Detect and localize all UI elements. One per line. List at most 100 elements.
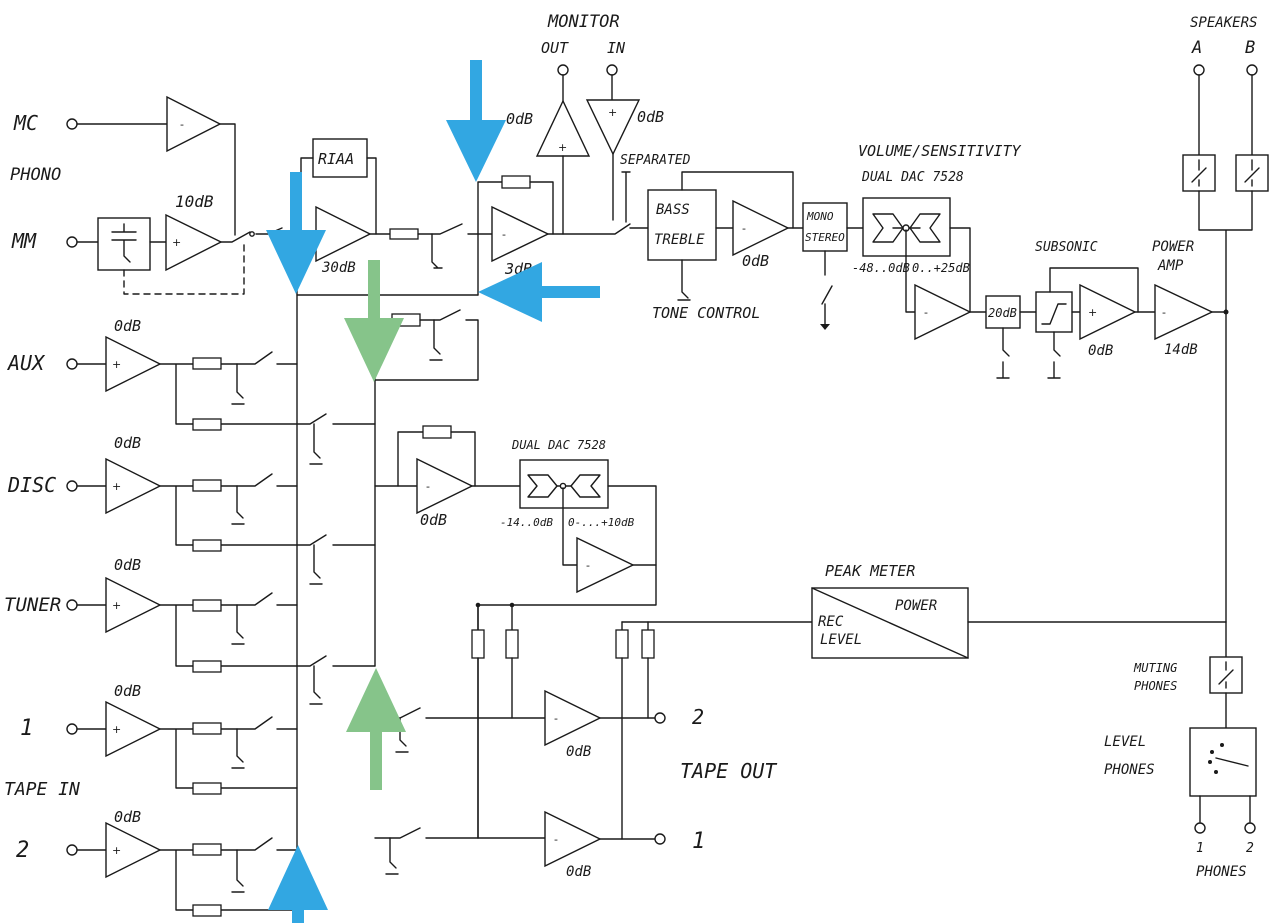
tone-amp-gain: 0dB <box>742 252 769 270</box>
bass-label: BASS <box>656 202 690 218</box>
monitor-out-amp-sign: + <box>558 141 567 154</box>
power-amp <box>1154 283 1214 341</box>
green-arrow-down-bus <box>344 260 404 382</box>
peak-meter-title: PEAK METER <box>825 562 915 580</box>
volume-label: VOLUME/SENSITIVITY <box>858 142 1022 160</box>
level-phones-switch <box>1189 727 1257 797</box>
tape-out1-amp <box>544 810 602 868</box>
phones-title: PHONES <box>1196 864 1247 880</box>
tuner-jack <box>66 599 78 611</box>
subsonic-amp-sign: + <box>1088 306 1097 319</box>
power-amp-sign: - <box>1162 306 1166 319</box>
blue-arrow-left-mix <box>478 262 600 322</box>
mix-amp <box>491 205 550 263</box>
aux-amp <box>105 335 162 393</box>
speaker-a-jack <box>1193 64 1205 76</box>
mono-label: MONO <box>806 210 834 223</box>
mc-amp <box>166 95 222 153</box>
green-arrow-up-bus <box>346 668 406 790</box>
aux-amp-sign: + <box>112 358 121 371</box>
speaker-b-label: B <box>1245 38 1255 58</box>
monitor-out-jack <box>557 64 569 76</box>
separated-label: SEPARATED <box>620 153 691 168</box>
tape2-gain: 0dB <box>114 808 141 826</box>
tone-control-label: TONE CONTROL <box>652 304 760 322</box>
power-amp-gain: 14dB <box>1164 342 1198 358</box>
input-stages: + 0dB + 0dB + 0dB + 0dB <box>76 317 376 917</box>
tape-out2-amp <box>544 689 602 747</box>
phones1-label: 1 <box>1196 841 1204 856</box>
phones2-label: 2 <box>1246 841 1254 856</box>
mc-label: MC <box>13 111 38 135</box>
mm-amp <box>165 213 223 272</box>
peak-meter-section: PEAK METER POWER REC LEVEL <box>811 562 1227 659</box>
blue-arrow-down-riaa <box>266 172 326 294</box>
mm-jack <box>66 236 78 248</box>
speaker-a-label: A <box>1191 38 1202 58</box>
tape-out2-label: 2 <box>692 705 704 729</box>
dac-main-range2: 0..+25dB <box>912 261 970 275</box>
tone-control-box <box>647 189 717 261</box>
monitor-in-jack <box>606 64 618 76</box>
peak-level-label: LEVEL <box>820 632 862 648</box>
mono-stereo-box <box>802 202 848 252</box>
monitor-in-amp-sign: + <box>608 106 617 119</box>
subsonic-amp <box>1079 283 1137 341</box>
tone-amp-sign: - <box>742 222 746 235</box>
tone-amp <box>732 199 790 257</box>
rec-buffer-gain: 0dB <box>420 511 447 529</box>
dac-main-range1: -48..0dB <box>852 261 910 275</box>
monitor-in-label: IN <box>607 39 626 57</box>
riaa-amp-gain: 30dB <box>321 260 356 276</box>
volume-amp-sign: - <box>924 306 928 319</box>
monitor-in-amp <box>585 99 641 156</box>
muting-label-1: MUTING <box>1133 661 1177 675</box>
rec-dac-section: - 0dB DUAL DAC 7528 -14..0dB 0-...+10dB … <box>416 438 657 839</box>
tape-out1-amp-sign: - <box>554 833 558 846</box>
tuner-amp <box>105 576 162 634</box>
tuner-gain: 0dB <box>114 556 141 574</box>
phono-label: PHONO <box>10 165 61 185</box>
mc-amp-sign: - <box>180 118 184 131</box>
phones2-jack <box>1244 822 1256 834</box>
tape-out2-amp-sign: - <box>554 712 558 725</box>
tape2-amp-sign: + <box>112 844 121 857</box>
mc-jack <box>66 118 78 130</box>
tuner-amp-sign: + <box>112 599 121 612</box>
disc-jack <box>66 480 78 492</box>
dac-rec-label: DUAL DAC 7528 <box>511 438 606 452</box>
tape1-label: 1 <box>20 716 33 741</box>
phones-section: MUTING PHONES LEVEL PHONES 1 2 PHONES <box>1104 621 1257 880</box>
tape1-gain: 0dB <box>114 682 141 700</box>
phones1-jack <box>1194 822 1206 834</box>
buses <box>296 233 479 911</box>
disc-label: DISC <box>7 473 56 497</box>
tape2-label: 2 <box>16 838 29 863</box>
input-jacks <box>66 118 78 856</box>
aux-label: AUX <box>6 351 46 375</box>
phono-section: - + 10dB RIAA 30dB <box>76 95 493 295</box>
tape-out2-gain: 0dB <box>566 744 591 760</box>
volume-section: VOLUME/SENSITIVITY DUAL DAC 7528 -48..0d… <box>852 142 1229 379</box>
rec-dac-amp <box>576 536 635 594</box>
annotation-arrows <box>266 60 600 923</box>
monitor-in-gain: 0dB <box>637 108 664 126</box>
level-phones-label-1: LEVEL <box>1104 734 1146 750</box>
monitor-out-label: OUT <box>541 39 569 57</box>
tone-section: BASS TREBLE - 0dB TONE CONTROL MONO STER… <box>647 171 864 330</box>
stereo-label: STEREO <box>805 231 845 244</box>
tape-in-label: TAPE IN <box>4 779 80 800</box>
speaker-b-jack <box>1246 64 1258 76</box>
tape-out1-jack <box>654 833 666 845</box>
monitor-out-gain: 0dB <box>506 110 533 128</box>
mm-amp-sign: + <box>172 236 181 249</box>
disc-amp <box>105 457 162 515</box>
mm-gain: 10dB <box>175 192 214 211</box>
treble-label: TREBLE <box>654 232 705 248</box>
dac-rec-range2: 0-...+10dB <box>568 516 635 529</box>
tape-out2-jack <box>654 712 666 724</box>
tape2-jack <box>66 844 78 856</box>
subsonic-filter-box <box>1035 291 1073 333</box>
level-phones-label-2: PHONES <box>1104 762 1155 778</box>
tape-out-section: - 0dB 2 - 0dB 1 TAPE OUT <box>374 621 813 880</box>
